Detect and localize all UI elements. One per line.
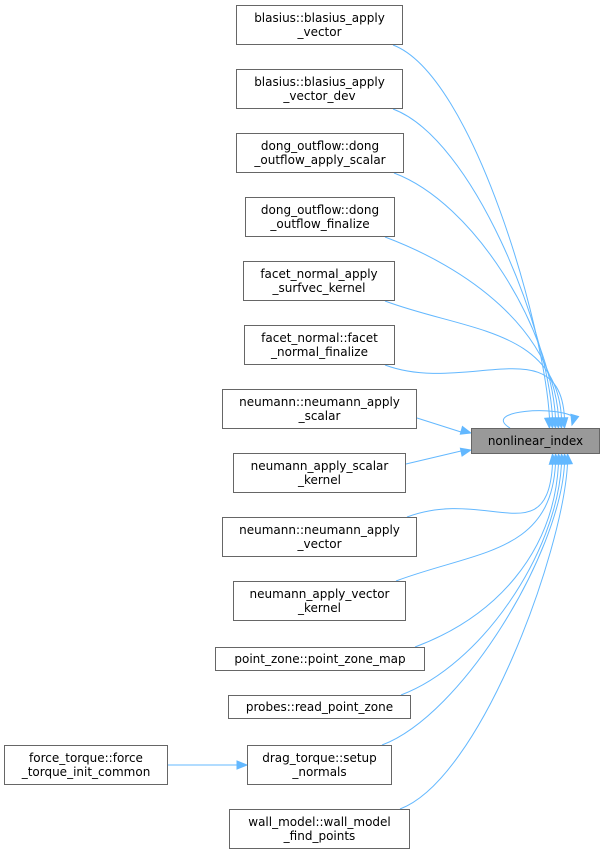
node-label-line: _scalar (298, 409, 341, 423)
node-label-line: facet_normal::facet (261, 331, 378, 345)
node-label-line: blasius::blasius_apply (254, 11, 385, 25)
graph-node-neumann-apply-scalar[interactable]: neumann::neumann_apply_scalar (222, 389, 417, 429)
node-label-line: blasius::blasius_apply (254, 75, 385, 89)
graph-node-wall-model-find-points[interactable]: wall_model::wall_model_find_points (229, 809, 410, 849)
node-label-line: facet_normal_apply (260, 267, 378, 281)
graph-node-setup-normals[interactable]: drag_torque::setup_normals (247, 745, 392, 785)
node-label-line: dong_outflow::dong (260, 203, 380, 217)
edge-read-point-zone-to-nonlinear-index (400, 463, 562, 696)
edge-neumann-apply-scalar-to-nonlinear-index (416, 417, 462, 433)
node-label-line: point_zone::point_zone_map (234, 652, 406, 666)
graph-node-read-point-zone[interactable]: probes::read_point_zone (228, 695, 411, 719)
node-label-line: _vector (297, 25, 342, 39)
node-label-line: neumann::neumann_apply (239, 523, 400, 537)
arrowhead-icon (563, 452, 574, 465)
node-label-line: nonlinear_index (487, 434, 584, 448)
node-label-line: _outflow_apply_scalar (254, 153, 386, 167)
graph-node-neumann-apply-vector[interactable]: neumann::neumann_apply_vector (222, 517, 417, 557)
node-label-line: _vector_dev (283, 89, 356, 103)
edge-neumann-apply-scalar-kernel-to-nonlinear-index (405, 450, 462, 465)
arrowhead-icon (236, 760, 249, 770)
node-label-line: neumann_apply_scalar (250, 459, 389, 473)
graph-node-facet-normal-apply-surfvec-kernel[interactable]: facet_normal_apply_surfvec_kernel (243, 261, 395, 301)
edge-wall-model-find-points-to-nonlinear-index (399, 463, 568, 810)
edge-neumann-apply-vector-kernel-to-nonlinear-index (395, 463, 556, 582)
node-label-line: _kernel (298, 601, 341, 615)
edge-setup-normals-to-nonlinear-index (381, 463, 565, 746)
graph-node-blasius-apply-vector[interactable]: blasius::blasius_apply_vector (236, 5, 403, 45)
node-label-line: _vector (297, 537, 342, 551)
node-label-line: _find_points (283, 829, 356, 843)
node-label-line: neumann_apply_vector (249, 587, 390, 601)
node-label-line: dong_outflow::dong (260, 139, 380, 153)
node-label-line: drag_torque::setup (262, 751, 377, 765)
graph-node-dong-outflow-apply-scalar[interactable]: dong_outflow::dong_outflow_apply_scalar (236, 133, 404, 173)
graph-node-facet-normal-finalize[interactable]: facet_normal::facet_normal_finalize (244, 325, 395, 365)
edge-facet-normal-finalize-to-nonlinear-index (384, 364, 565, 419)
graph-node-force-torque-init-common[interactable]: force_torque::force_torque_init_common (4, 745, 168, 785)
graph-node-neumann-apply-vector-kernel[interactable]: neumann_apply_vector_kernel (233, 581, 406, 621)
edge-facet-normal-apply-surfvec-kernel-to-nonlinear-index (384, 300, 562, 419)
arrowhead-icon (459, 447, 473, 457)
graph-node-point-zone-map[interactable]: point_zone::point_zone_map (215, 647, 425, 671)
edge-dong-outflow-apply-scalar-to-nonlinear-index (393, 172, 556, 419)
arrowhead-icon (459, 425, 473, 435)
node-label-line: _normals (292, 765, 347, 779)
arrowhead-icon (570, 413, 580, 427)
graph-node-neumann-apply-scalar-kernel[interactable]: neumann_apply_scalar_kernel (233, 453, 406, 493)
node-label-line: _surfvec_kernel (272, 281, 366, 295)
node-label-line: force_torque::force (29, 751, 143, 765)
edge-neumann-apply-vector-to-nonlinear-index (406, 463, 553, 518)
node-label-line: _outflow_finalize (270, 217, 370, 231)
graph-node-blasius-apply-vector-dev[interactable]: blasius::blasius_apply_vector_dev (236, 69, 403, 109)
edge-point-zone-map-to-nonlinear-index (414, 463, 559, 648)
edge-blasius-apply-vector-to-nonlinear-index (392, 44, 550, 419)
node-label-line: _kernel (298, 473, 341, 487)
graph-node-dong-outflow-finalize[interactable]: dong_outflow::dong_outflow_finalize (245, 197, 395, 237)
edge-nonlinear-index-to-nonlinear-index (502, 410, 576, 429)
node-label-line: probes::read_point_zone (245, 700, 394, 714)
focus-node-nonlinear-index: nonlinear_index (471, 428, 600, 454)
edge-dong-outflow-finalize-to-nonlinear-index (384, 236, 559, 419)
node-label-line: _torque_init_common (21, 765, 151, 779)
node-label-line: _normal_finalize (271, 345, 368, 359)
node-label-line: wall_model::wall_model (248, 815, 391, 829)
node-label-line: neumann::neumann_apply (239, 395, 400, 409)
arrowhead-icon (558, 417, 569, 430)
